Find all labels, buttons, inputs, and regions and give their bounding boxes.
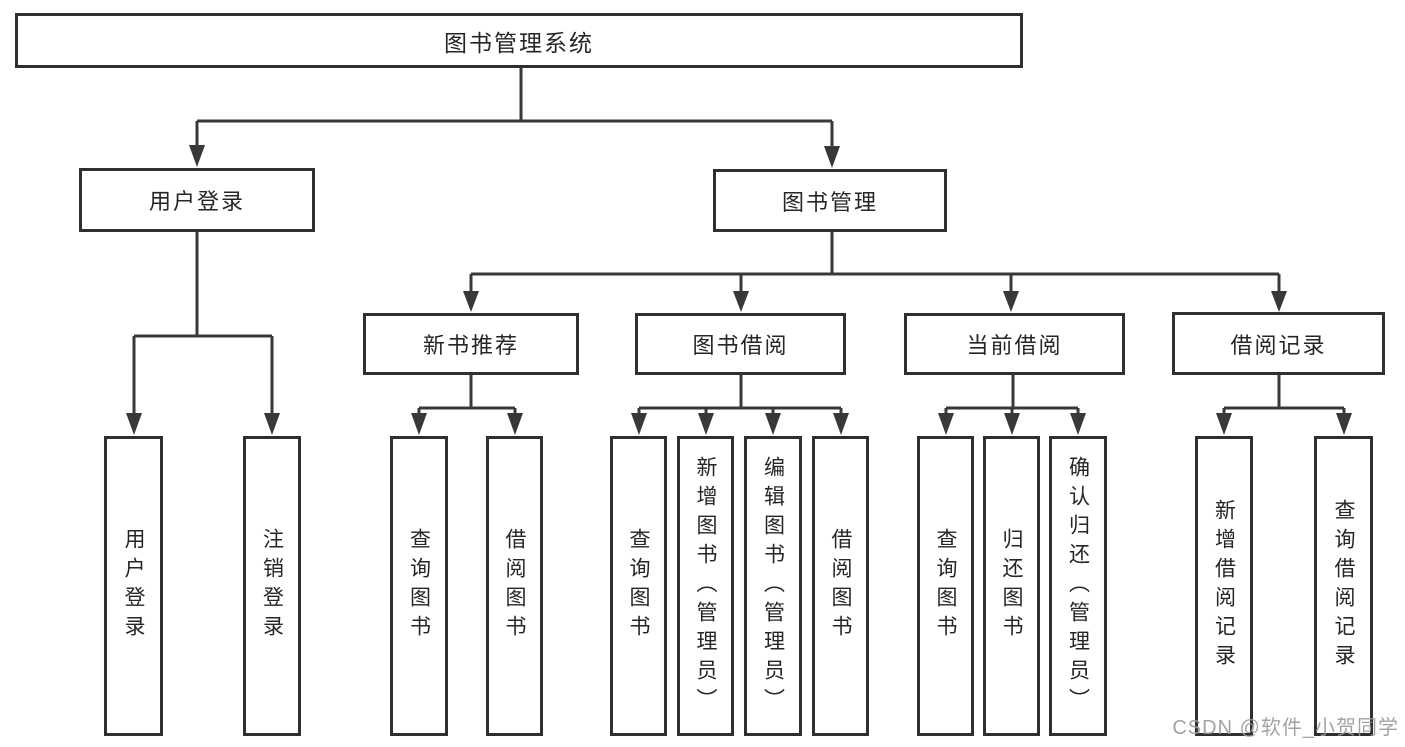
arrowhead xyxy=(765,413,781,435)
watermark: CSDN @软件_小贺同学 xyxy=(1172,717,1399,739)
arrowhead xyxy=(631,413,647,435)
leaf-add-borrow-record: 新增借阅记录 xyxy=(1195,436,1253,736)
arrowhead xyxy=(463,291,479,312)
node-new-book-recommend: 新书推荐 xyxy=(363,313,579,375)
node-user-login: 用户登录 xyxy=(79,168,315,232)
arrowhead xyxy=(189,145,205,167)
node-book-management: 图书管理 xyxy=(713,169,947,232)
node-book-borrow: 图书借阅 xyxy=(635,313,846,375)
edge-currentborrow-to-leaves xyxy=(944,374,1080,414)
arrowhead xyxy=(1216,413,1232,435)
node-root: 图书管理系统 xyxy=(15,13,1023,68)
arrowhead xyxy=(733,291,749,312)
arrowhead xyxy=(698,413,714,435)
arrowhead xyxy=(411,413,427,435)
arrowhead xyxy=(833,413,849,435)
leaf-add-book-admin: 新增图书（管理员） xyxy=(677,436,734,736)
edge-userlogin-to-leaves xyxy=(132,232,274,414)
leaf-borrow-books-borrow: 借阅图书 xyxy=(812,436,869,736)
edge-newbooks-to-leaves xyxy=(417,374,517,414)
leaf-query-books-current: 查询图书 xyxy=(917,436,974,736)
edge-bookmgmt-to-level2 xyxy=(469,232,1281,292)
arrowhead xyxy=(264,413,280,435)
arrowhead xyxy=(1271,291,1287,312)
leaf-query-books-newbooks: 查询图书 xyxy=(390,436,448,736)
arrowhead xyxy=(1070,413,1086,435)
edge-bookborrow-to-leaves xyxy=(637,374,843,414)
leaf-user-login: 用户登录 xyxy=(104,436,163,736)
leaf-borrow-books-newbooks: 借阅图书 xyxy=(486,436,543,736)
leaf-return-books: 归还图书 xyxy=(983,436,1040,736)
arrowhead xyxy=(126,413,142,435)
arrowhead xyxy=(507,413,523,435)
leaf-query-borrow-record: 查询借阅记录 xyxy=(1314,436,1373,736)
arrowhead xyxy=(1336,413,1352,435)
node-current-borrow: 当前借阅 xyxy=(904,313,1125,375)
edge-borrowrecords-to-leaves xyxy=(1222,374,1346,414)
edge-root-to-level1 xyxy=(195,68,834,147)
leaf-logout: 注销登录 xyxy=(243,436,301,736)
arrowhead xyxy=(938,413,954,435)
leaf-query-books-borrow: 查询图书 xyxy=(610,436,667,736)
arrowhead xyxy=(824,146,840,168)
leaf-confirm-return-admin: 确认归还（管理员） xyxy=(1049,436,1107,736)
arrowhead xyxy=(1003,291,1019,312)
node-borrow-records: 借阅记录 xyxy=(1172,312,1385,375)
leaf-edit-book-admin: 编辑图书（管理员） xyxy=(744,436,802,736)
arrowhead xyxy=(1004,413,1020,435)
